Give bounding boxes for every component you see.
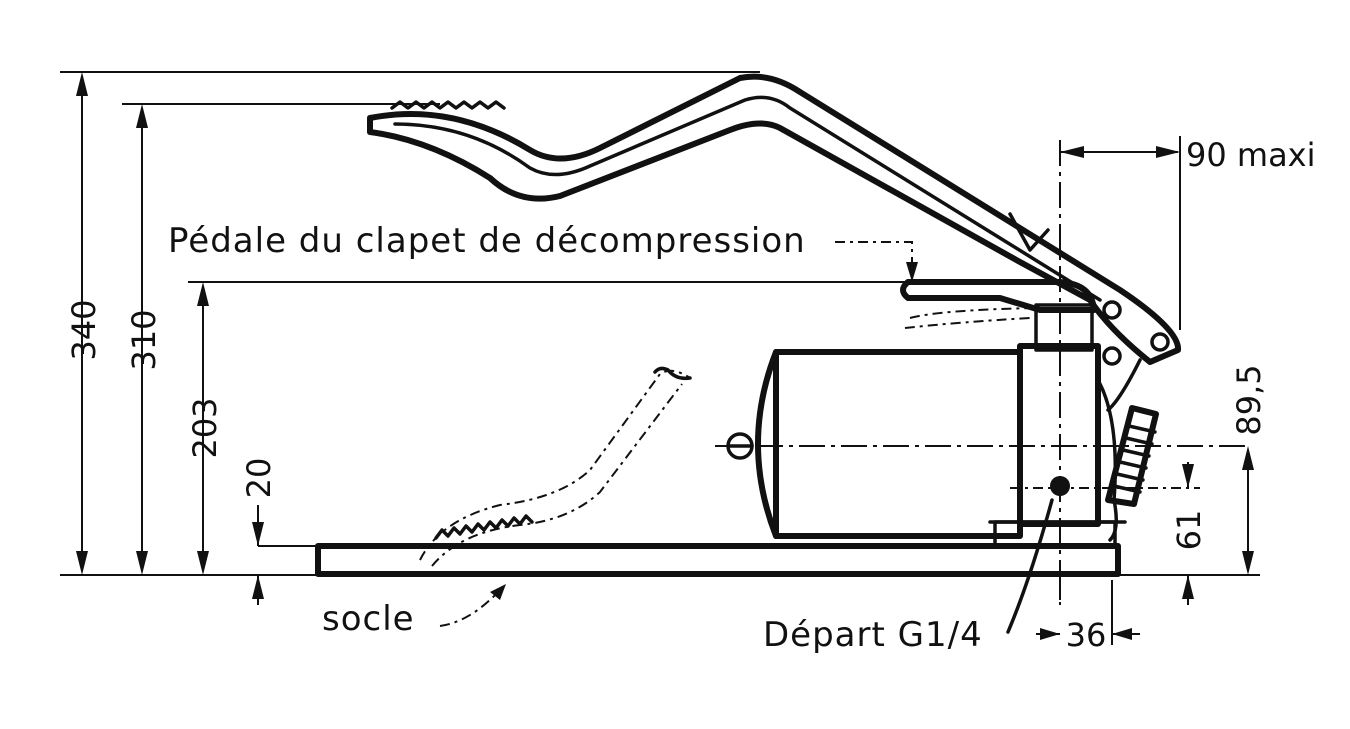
dim-36: 36 [1066, 616, 1107, 654]
pedal-phantom-position [419, 366, 692, 567]
base-plate [60, 520, 1260, 577]
dim-203: 203 [186, 397, 224, 458]
center-lines [715, 140, 1250, 645]
dimension-lines [60, 71, 1254, 640]
pump-cylinder [726, 303, 1127, 539]
dim-89-5: 89,5 [1230, 364, 1268, 435]
depart-label: Départ G1/4 [763, 615, 983, 655]
return-spring [1096, 358, 1159, 542]
dim-340: 340 [65, 299, 103, 360]
dim-20: 20 [240, 458, 278, 499]
dim-310: 310 [125, 309, 163, 370]
max-reach-label: 90 maxi [1186, 136, 1316, 174]
dim-61: 61 [1170, 510, 1208, 551]
pedal-label: Pédale du clapet de décompression [168, 221, 806, 261]
main-pedal [367, 73, 1181, 366]
leader-lines [439, 241, 1054, 634]
socle-label: socle [322, 599, 415, 639]
decompression-valve-pedal [900, 279, 1097, 329]
